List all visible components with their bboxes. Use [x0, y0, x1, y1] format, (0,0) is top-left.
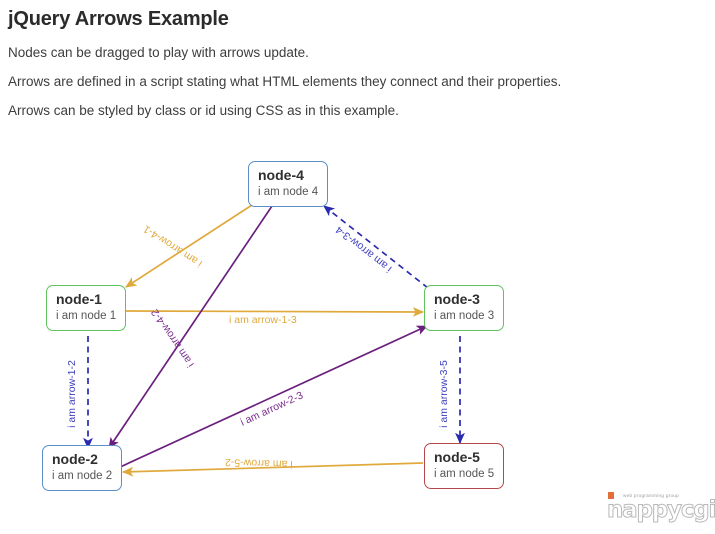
logo-wordmark: nappycgi: [607, 497, 715, 523]
page-header: jQuery Arrows Example Nodes can be dragg…: [8, 4, 708, 125]
node-2[interactable]: node-2 i am node 2: [42, 445, 123, 491]
logo-tagline: web programming group: [623, 493, 680, 498]
arrow-layer: [83, 204, 465, 477]
logo-swatch-icon: [608, 492, 614, 499]
node-5-subtitle: i am node 5: [434, 468, 495, 480]
node-3-title: node-3: [434, 291, 480, 307]
arrow-2-3-line: [117, 325, 428, 469]
node-4-subtitle: i am node 4: [258, 186, 319, 198]
node-2-title: node-2: [52, 451, 98, 467]
intro-line-3: Arrows can be styled by class or id usin…: [8, 103, 399, 118]
arrow-4-1-line: [125, 204, 253, 288]
page-title: jQuery Arrows Example: [8, 8, 229, 30]
node-3-subtitle: i am node 3: [434, 310, 495, 322]
node-5[interactable]: node-5 i am node 5: [424, 443, 505, 489]
happycgi-logo[interactable]: web programming group nappycgi: [607, 492, 715, 528]
node-5-title: node-5: [434, 449, 480, 465]
arrows-diagram-canvas[interactable]: i am arrow-4-1 i am arrow-3-4 i am arrow…: [0, 140, 715, 534]
node-1-title: node-1: [56, 291, 102, 307]
arrow-1-3-line: [124, 307, 425, 317]
node-4[interactable]: node-4 i am node 4: [248, 161, 329, 207]
node-4-title: node-4: [258, 167, 304, 183]
node-2-subtitle: i am node 2: [52, 470, 113, 482]
node-3[interactable]: node-3 i am node 3: [424, 285, 505, 331]
intro-line-1: Nodes can be dragged to play with arrows…: [8, 45, 309, 60]
arrow-3-4-line: [323, 205, 429, 289]
intro-line-2: Arrows are defined in a script stating w…: [8, 74, 562, 89]
arrow-5-2-line: [121, 462, 424, 477]
node-1[interactable]: node-1 i am node 1: [46, 285, 127, 331]
logo-tagline-row: web programming group: [607, 492, 707, 499]
arrow-4-2-line: [108, 205, 273, 449]
node-1-subtitle: i am node 1: [56, 310, 117, 322]
